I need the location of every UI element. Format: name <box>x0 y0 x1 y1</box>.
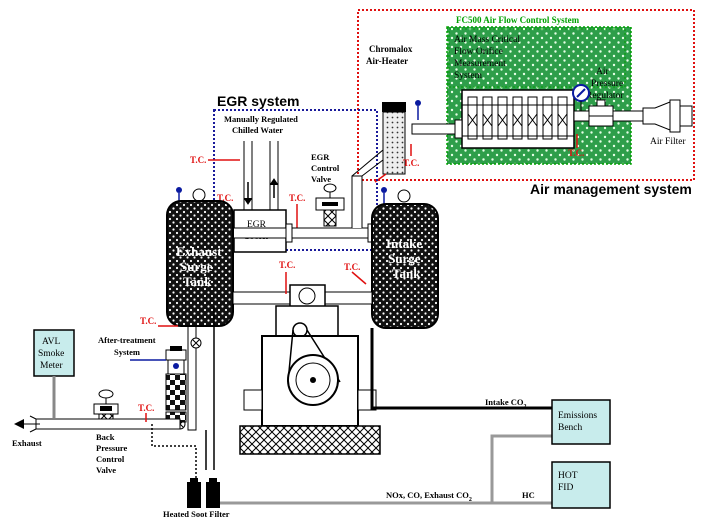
air-mass-label-2: Flow Orifice <box>454 46 503 57</box>
tc-back-pressure: T.C. <box>138 403 154 413</box>
emissions-label-1: Emissions <box>558 411 597 421</box>
intake-co2-line <box>372 328 552 408</box>
tc-exhaust-tank: T.C. <box>140 316 156 326</box>
back-pressure-label-1: Back <box>96 432 115 442</box>
fc500-title: FC500 Air Flow Control System <box>456 15 580 25</box>
avl-label-1: AVL <box>42 337 60 347</box>
aftertreatment-label-2: System <box>114 347 140 357</box>
hot-fid-label-2: FID <box>558 483 573 493</box>
air-management-title: Air management system <box>530 181 692 197</box>
chromalox-heater-cap <box>382 102 406 112</box>
emissions-label-2: Bench <box>558 423 583 433</box>
egr-valve-label-2: Control <box>311 163 340 173</box>
air-filter-label: Air Filter <box>650 137 686 147</box>
chromalox-heater <box>383 112 405 174</box>
tc-intake-manifold: T.C. <box>344 262 360 272</box>
back-pressure-label-4: Valve <box>96 465 116 475</box>
tc-exhaust-manifold: T.C. <box>279 260 295 270</box>
exhaust-tank-label-2: Surge <box>180 259 213 274</box>
soot-sample-line <box>152 424 196 482</box>
intake-manifold-pipe <box>325 292 372 304</box>
avl-label-3: Meter <box>40 361 64 371</box>
emissions-bench <box>552 400 610 444</box>
egr-valve-label-1: EGR <box>311 152 330 162</box>
tc-cooler-out: T.C. <box>289 193 305 203</box>
air-mass-label-3: Measurement <box>454 59 506 69</box>
dynamometer <box>240 426 380 454</box>
exhaust-tank-label-3: Tank <box>183 274 212 289</box>
air-mass-label-4: System <box>454 71 483 81</box>
tc-chilled: T.C. <box>190 155 206 165</box>
hc-label: HC <box>522 490 535 500</box>
hot-fid-label-1: HOT <box>558 471 578 481</box>
tc-heater: T.C. <box>403 158 419 168</box>
intake-tank-label-3: Tank <box>392 266 421 281</box>
egr-system-title: EGR system <box>217 93 299 109</box>
chromalox-label-1: Chromalox <box>369 44 413 54</box>
chilled-water-label-2: Chilled Water <box>232 125 283 135</box>
aftertreatment-system <box>166 346 186 422</box>
egr-valve-label-3: Valve <box>311 174 331 184</box>
exhaust-manifold-pipe <box>233 292 290 304</box>
air-mass-label-1: Air Mass Critical <box>454 35 520 45</box>
chromalox-label-2: Air-Heater <box>366 56 408 66</box>
exhaust-label: Exhaust <box>12 438 42 448</box>
egr-pipe <box>233 228 373 238</box>
exhaust-tank-label-1: Exhaust <box>176 244 222 259</box>
back-pressure-label-2: Pressure <box>96 443 128 453</box>
intake-tank-label-2: Surge <box>388 251 421 266</box>
heated-soot-filter <box>187 478 220 508</box>
chilled-water-label-1: Manually Regulated <box>224 114 298 124</box>
engine <box>240 285 380 454</box>
aftertreatment-label-1: After-treatment <box>98 335 156 345</box>
soot-filter-label: Heated Soot Filter <box>163 509 230 518</box>
avl-label-2: Smoke <box>38 349 64 359</box>
intake-tank-label-1: Intake <box>386 236 422 251</box>
back-pressure-label-3: Control <box>96 454 125 464</box>
nox-label: NOx, CO, Exhaust CO2 <box>386 490 472 503</box>
air-pressure-label-1: Air <box>596 67 610 77</box>
air-filter <box>643 100 692 132</box>
tc-regulator: T.C. <box>568 148 584 158</box>
chilled-water-pipes <box>244 141 278 210</box>
egr-control-valve <box>316 184 344 226</box>
exhaust-outlet-pipe <box>36 419 180 429</box>
orifice-bank <box>462 90 574 148</box>
air-pressure-label-2: Pressure <box>591 79 623 89</box>
